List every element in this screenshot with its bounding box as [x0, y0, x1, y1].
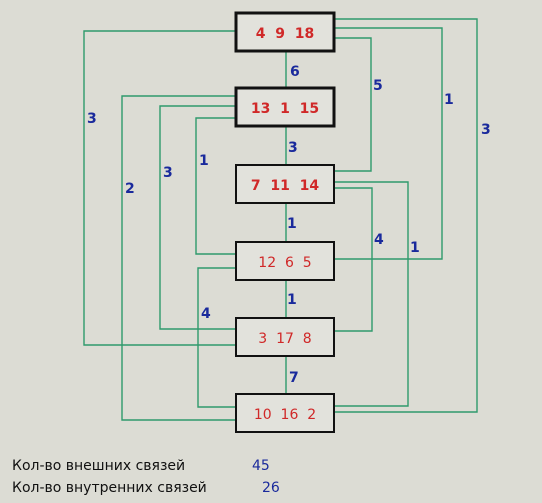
edge-weight-n1-n2: 6 — [290, 64, 300, 80]
node-n3: 7 11 14 — [235, 164, 335, 204]
edge-weight-n2-n5: 3 — [163, 165, 173, 181]
edge-weight-n3-n6: 1 — [410, 240, 420, 256]
edge-line-n1-n6 — [334, 18, 478, 413]
edge-weight-n2-n3: 3 — [288, 140, 298, 156]
edge-line-n1-n5 — [83, 30, 236, 346]
edge-weight-n2-n4: 1 — [199, 153, 209, 169]
edge-weight-n4-n6: 4 — [201, 306, 211, 322]
node-n4: 12 6 5 — [235, 241, 335, 281]
node-label: 7 11 14 — [251, 178, 319, 194]
edge-line-n1-n4 — [334, 27, 443, 260]
edge-weight-n1-n5: 3 — [87, 111, 97, 127]
edge-weight-n3-n4: 1 — [287, 216, 297, 232]
edge-line-n2-n6 — [121, 95, 236, 421]
node-label: 3 17 8 — [258, 331, 311, 347]
node-label: 4 9 18 — [256, 26, 314, 42]
edge-line-n4-n6 — [197, 267, 236, 408]
node-label: 10 16 2 — [254, 407, 316, 423]
node-n6: 10 16 2 — [235, 393, 335, 433]
external-connections-value: 45 — [252, 458, 270, 474]
internal-connections-value: 26 — [262, 480, 280, 496]
external-connections-row: Кол-во внешних связей 45 — [0, 456, 300, 478]
edge-weight-n1-n6: 3 — [481, 122, 491, 138]
node-n5: 3 17 8 — [235, 317, 335, 357]
node-n2: 13 1 15 — [234, 86, 336, 128]
node-label: 12 6 5 — [258, 255, 311, 271]
edge-weight-n3-n5: 4 — [374, 232, 384, 248]
node-label: 13 1 15 — [251, 101, 319, 117]
connection-stats: Кол-во внешних связей 45 Кол-во внутренн… — [0, 456, 300, 500]
external-connections-label: Кол-во внешних связей — [12, 458, 186, 474]
edge-weight-n5-n6: 7 — [289, 370, 299, 386]
internal-connections-label: Кол-во внутренних связей — [12, 480, 207, 496]
edge-line-n3-n5 — [334, 187, 373, 332]
edge-line-n1-n3 — [334, 37, 372, 172]
node-n1: 4 9 18 — [234, 11, 336, 53]
internal-connections-row: Кол-во внутренних связей 26 — [0, 478, 300, 500]
edge-weight-n1-n4: 1 — [444, 92, 454, 108]
edge-weight-n2-n6: 2 — [125, 181, 135, 197]
edge-line-n3-n6 — [334, 181, 409, 407]
edge-weight-n4-n5: 1 — [287, 292, 297, 308]
edge-weight-n1-n3: 5 — [373, 78, 383, 94]
edge-line-n2-n4 — [195, 117, 236, 255]
